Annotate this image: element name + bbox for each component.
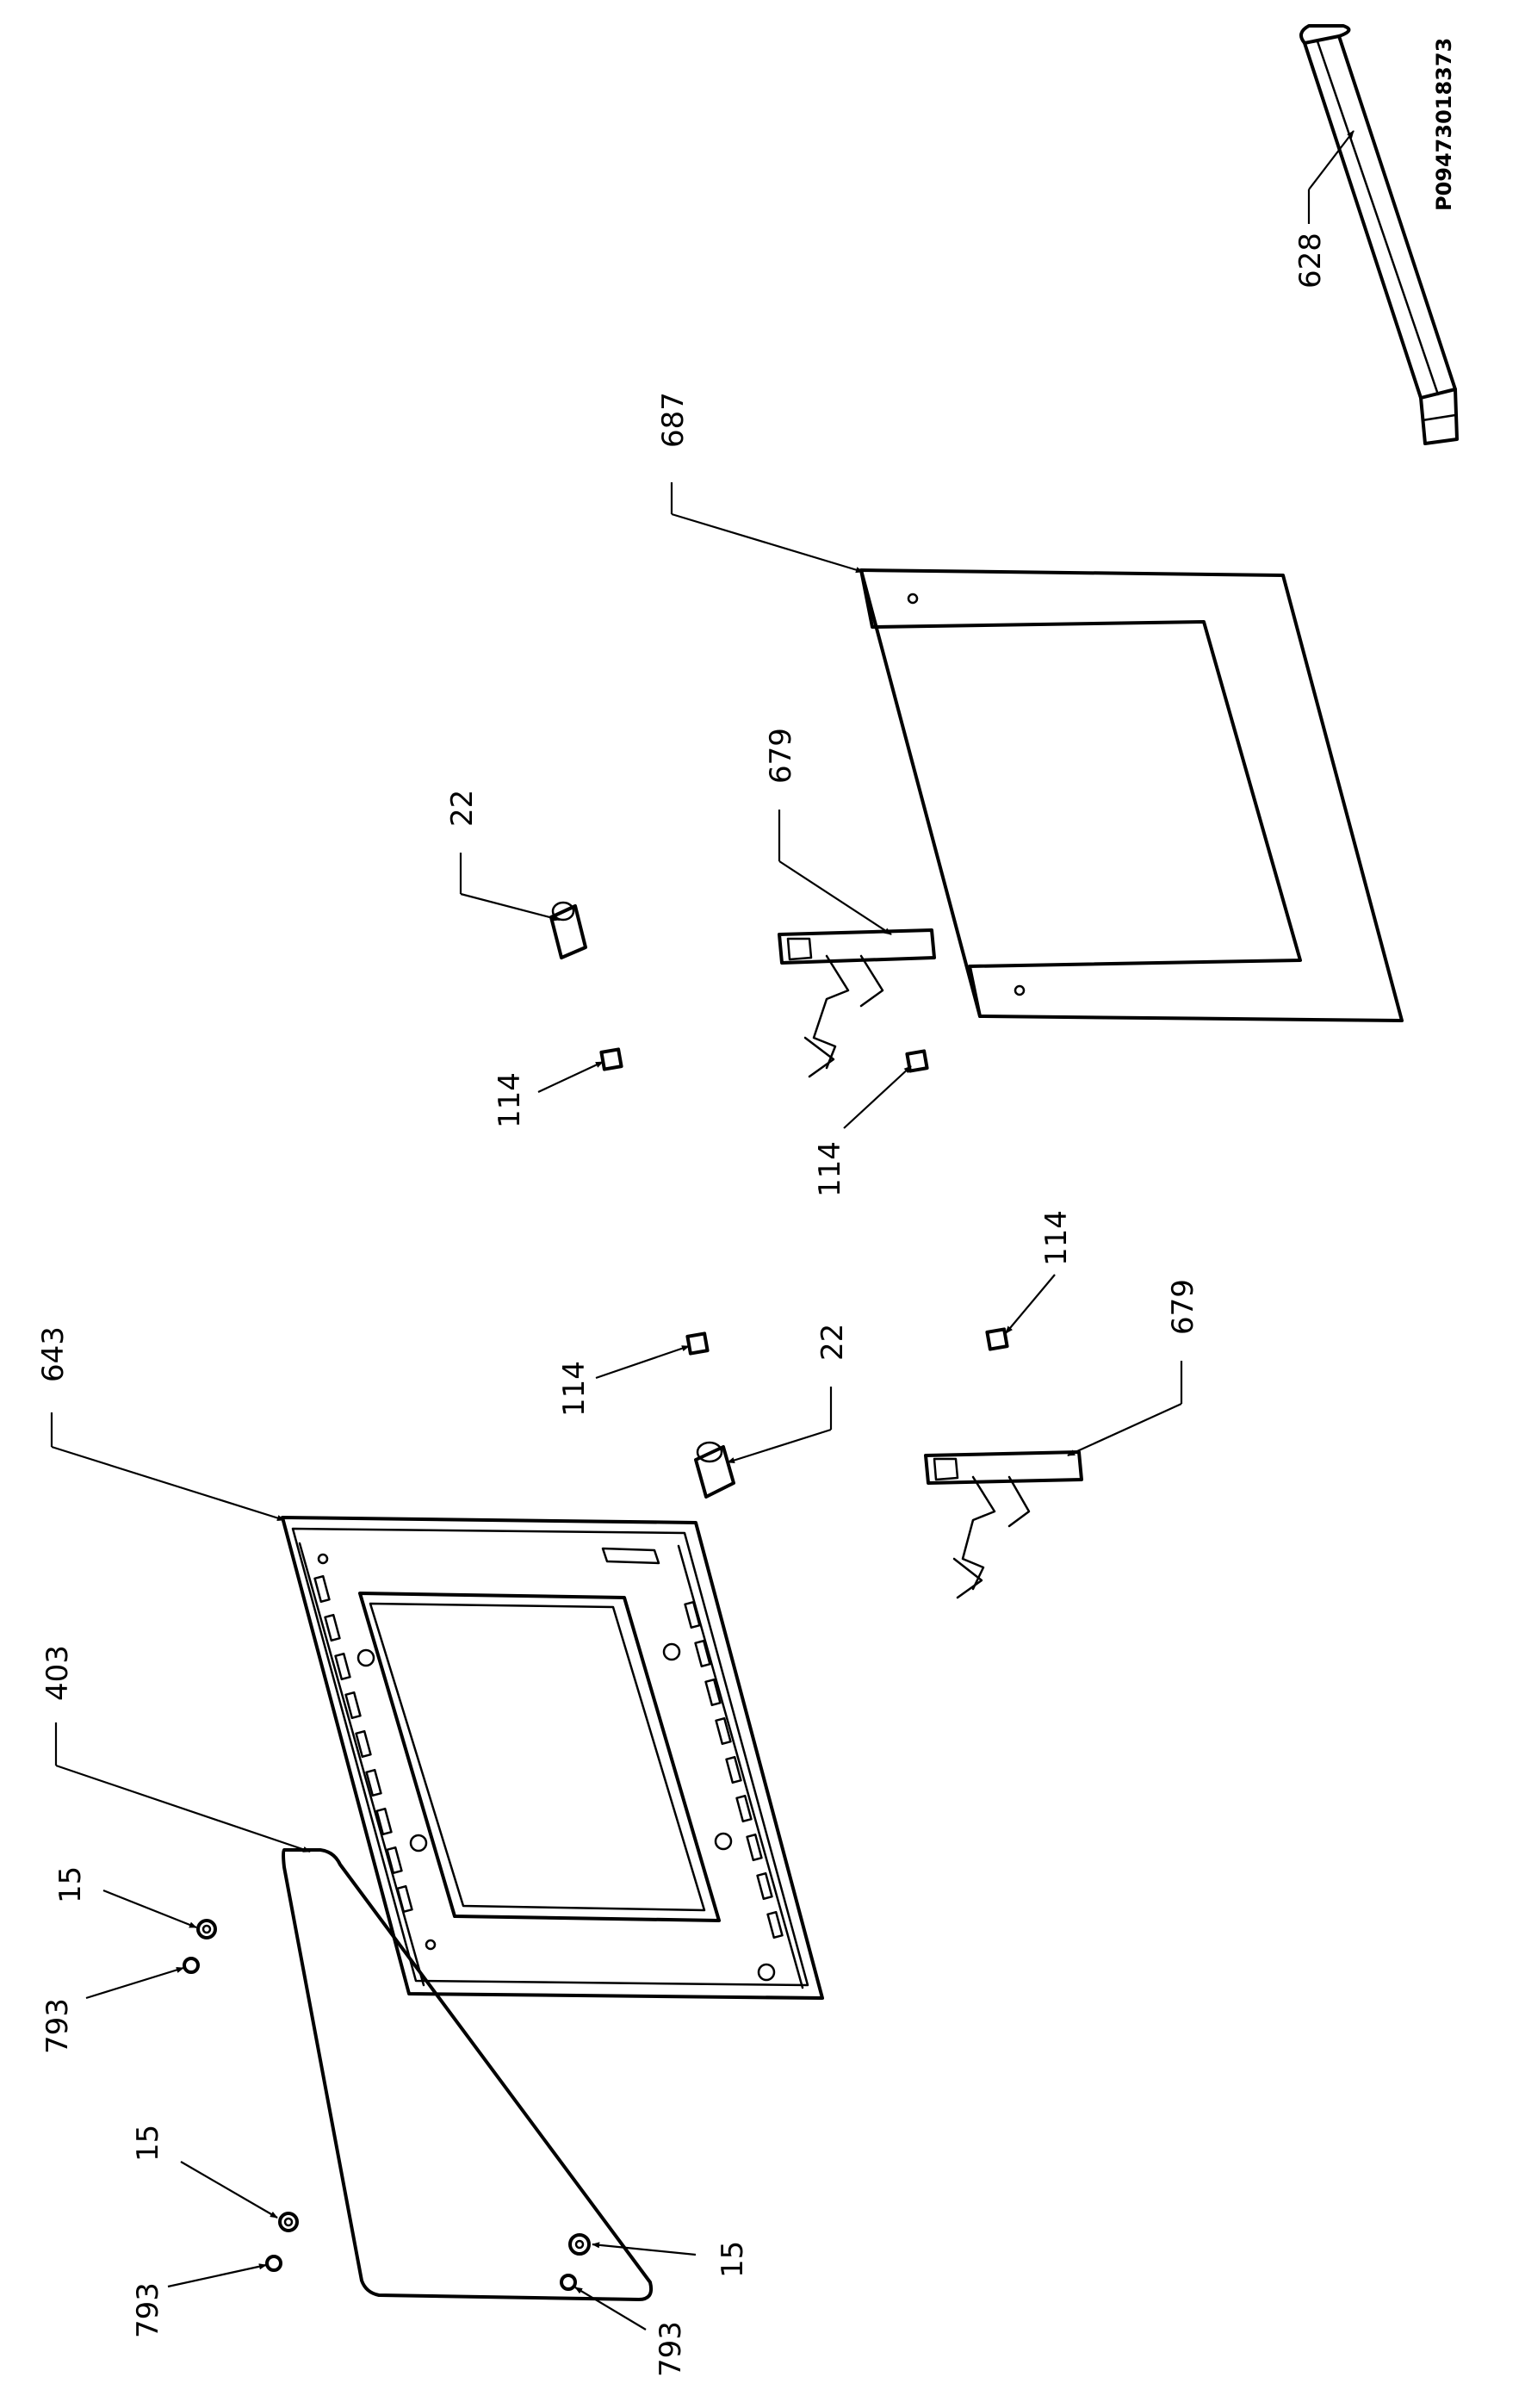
leader-15-bottom bbox=[592, 2242, 697, 2256]
hinge-part-upper bbox=[778, 928, 936, 1078]
hinge-part-lower bbox=[924, 1450, 1083, 1599]
leader-114-upper-right bbox=[843, 1065, 912, 1129]
label-793-bottom: 793 bbox=[654, 2321, 688, 2377]
leader-687 bbox=[671, 512, 864, 574]
leader-114-middle-right bbox=[1005, 1274, 1056, 1334]
clip-part-114-upper-right bbox=[905, 1049, 929, 1073]
vent-slots-left bbox=[313, 1574, 413, 1914]
handle-bar-part bbox=[1299, 24, 1459, 445]
leader-643 bbox=[51, 1445, 285, 1522]
leader-22-upper bbox=[460, 892, 561, 922]
leader-403 bbox=[55, 1764, 311, 1853]
label-15-bottom: 15 bbox=[716, 2241, 750, 2278]
label-687: 687 bbox=[656, 392, 691, 448]
label-793-middle: 793 bbox=[131, 2282, 165, 2338]
bushing-part-upper bbox=[549, 901, 587, 959]
label-643: 643 bbox=[36, 1326, 71, 1382]
leader-679-lower bbox=[1067, 1402, 1182, 1457]
label-679-lower: 679 bbox=[1166, 1279, 1200, 1335]
screw-part-793-middle bbox=[265, 2255, 282, 2272]
leader-793-bottom bbox=[574, 2287, 647, 2330]
screw-part-793-bottom bbox=[560, 2274, 577, 2291]
label-114-upper-left: 114 bbox=[493, 1072, 527, 1128]
leader-793-middle bbox=[167, 2263, 267, 2288]
clip-part-114-middle-right bbox=[985, 1327, 1009, 1351]
label-15-middle: 15 bbox=[131, 2125, 165, 2162]
label-22-lower: 22 bbox=[815, 1324, 850, 1361]
leader-15-top bbox=[102, 1889, 197, 1929]
fixing-part-15-top bbox=[196, 1919, 217, 1939]
bushing-part-lower bbox=[694, 1441, 735, 1499]
outer-door-glass-part bbox=[859, 568, 1404, 1022]
drawing-code: P09473018373 bbox=[1432, 38, 1456, 211]
label-403: 403 bbox=[40, 1645, 75, 1701]
label-679-upper: 679 bbox=[764, 728, 798, 784]
leader-628 bbox=[1308, 130, 1355, 190]
fixing-part-15-middle bbox=[278, 2212, 299, 2232]
label-22-upper: 22 bbox=[445, 790, 480, 827]
leader-114-middle-left bbox=[595, 1344, 690, 1380]
label-114-middle-left: 114 bbox=[557, 1361, 592, 1417]
leader-793-top bbox=[85, 1966, 184, 2000]
leader-22-lower bbox=[727, 1428, 832, 1464]
leader-15-middle bbox=[180, 2161, 278, 2219]
leader-114-upper-left bbox=[537, 1061, 604, 1093]
label-628: 628 bbox=[1293, 233, 1328, 289]
label-15-top: 15 bbox=[53, 1866, 88, 1903]
vent-slots-right bbox=[684, 1600, 784, 1939]
label-114-middle-right: 114 bbox=[1039, 1210, 1074, 1266]
leader-679-upper bbox=[778, 860, 892, 935]
inner-door-frame-part bbox=[281, 1516, 824, 2000]
inner-door-glass-part bbox=[282, 1848, 654, 2301]
label-793-top: 793 bbox=[40, 1998, 75, 2054]
clip-part-114-middle-left bbox=[685, 1331, 710, 1356]
clip-part-114-upper-left bbox=[599, 1047, 623, 1071]
fixing-part-15-bottom bbox=[568, 2233, 591, 2256]
screw-part-793-top bbox=[183, 1957, 200, 1974]
label-114-upper-right: 114 bbox=[813, 1141, 847, 1197]
